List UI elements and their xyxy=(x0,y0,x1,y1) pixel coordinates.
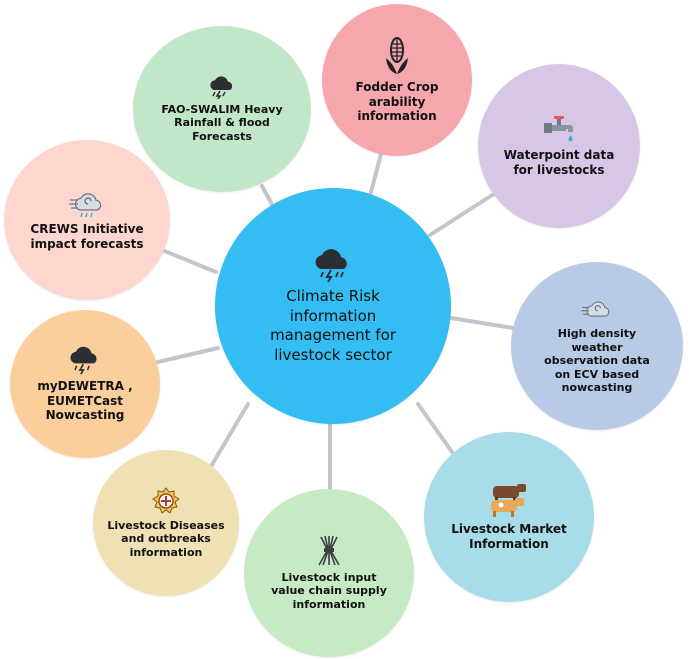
storm-cloud-icon xyxy=(70,346,97,375)
corn-icon xyxy=(386,37,408,75)
connector-fodder xyxy=(368,152,383,198)
connector-market xyxy=(416,402,454,454)
hay-bundle-icon xyxy=(318,535,340,566)
node-livestock-diseases-label: Livestock Diseases and outbreaks informa… xyxy=(107,518,225,559)
node-mydewetra: myDEWETRA , EUMETCast Nowcasting xyxy=(10,310,160,458)
node-fodder-crop-label: Fodder Crop arability information xyxy=(355,80,439,124)
node-waterpoint-label: Waterpoint data for livestocks xyxy=(503,148,615,177)
node-input-value-chain: Livestock input value chain supply infor… xyxy=(244,489,414,657)
node-crews: CREWS Initiative impact forecasts xyxy=(4,140,170,300)
node-crews-label: CREWS Initiative impact forecasts xyxy=(30,222,144,251)
node-high-density-observation: High density weather observation data on… xyxy=(511,262,683,430)
connector-highdensity xyxy=(449,316,515,330)
node-fao-swalim: FAO-SWALIM Heavy Rainfall & flood Foreca… xyxy=(133,26,311,192)
node-livestock-market: Livestock Market Information xyxy=(424,432,594,602)
node-center-label: Climate Risk information management for … xyxy=(270,287,396,364)
connector-mydewetra xyxy=(156,346,220,364)
node-input-value-chain-label: Livestock input value chain supply infor… xyxy=(271,570,387,611)
connector-crews xyxy=(160,248,218,274)
veterinary-badge-icon xyxy=(152,487,180,514)
windy-cloud-icon xyxy=(69,193,102,218)
water-tap-icon xyxy=(544,116,573,142)
node-livestock-diseases: Livestock Diseases and outbreaks informa… xyxy=(93,450,239,596)
connector-diseases xyxy=(208,402,250,470)
node-livestock-market-label: Livestock Market Information xyxy=(451,522,567,551)
windy-cloud-icon xyxy=(581,302,610,318)
node-fodder-crop: Fodder Crop arability information xyxy=(322,4,472,156)
node-mydewetra-label: myDEWETRA , EUMETCast Nowcasting xyxy=(37,379,133,423)
storm-cloud-icon xyxy=(315,249,347,283)
storm-cloud-icon xyxy=(210,76,233,99)
node-high-density-label: High density weather observation data on… xyxy=(544,327,650,395)
node-fao-swalim-label: FAO-SWALIM Heavy Rainfall & flood Foreca… xyxy=(161,102,283,143)
cattle-icon xyxy=(491,484,526,518)
node-center-climate-risk: Climate Risk information management for … xyxy=(215,188,451,424)
node-waterpoint: Waterpoint data for livestocks xyxy=(478,64,640,228)
connector-waterpoint xyxy=(428,188,502,237)
